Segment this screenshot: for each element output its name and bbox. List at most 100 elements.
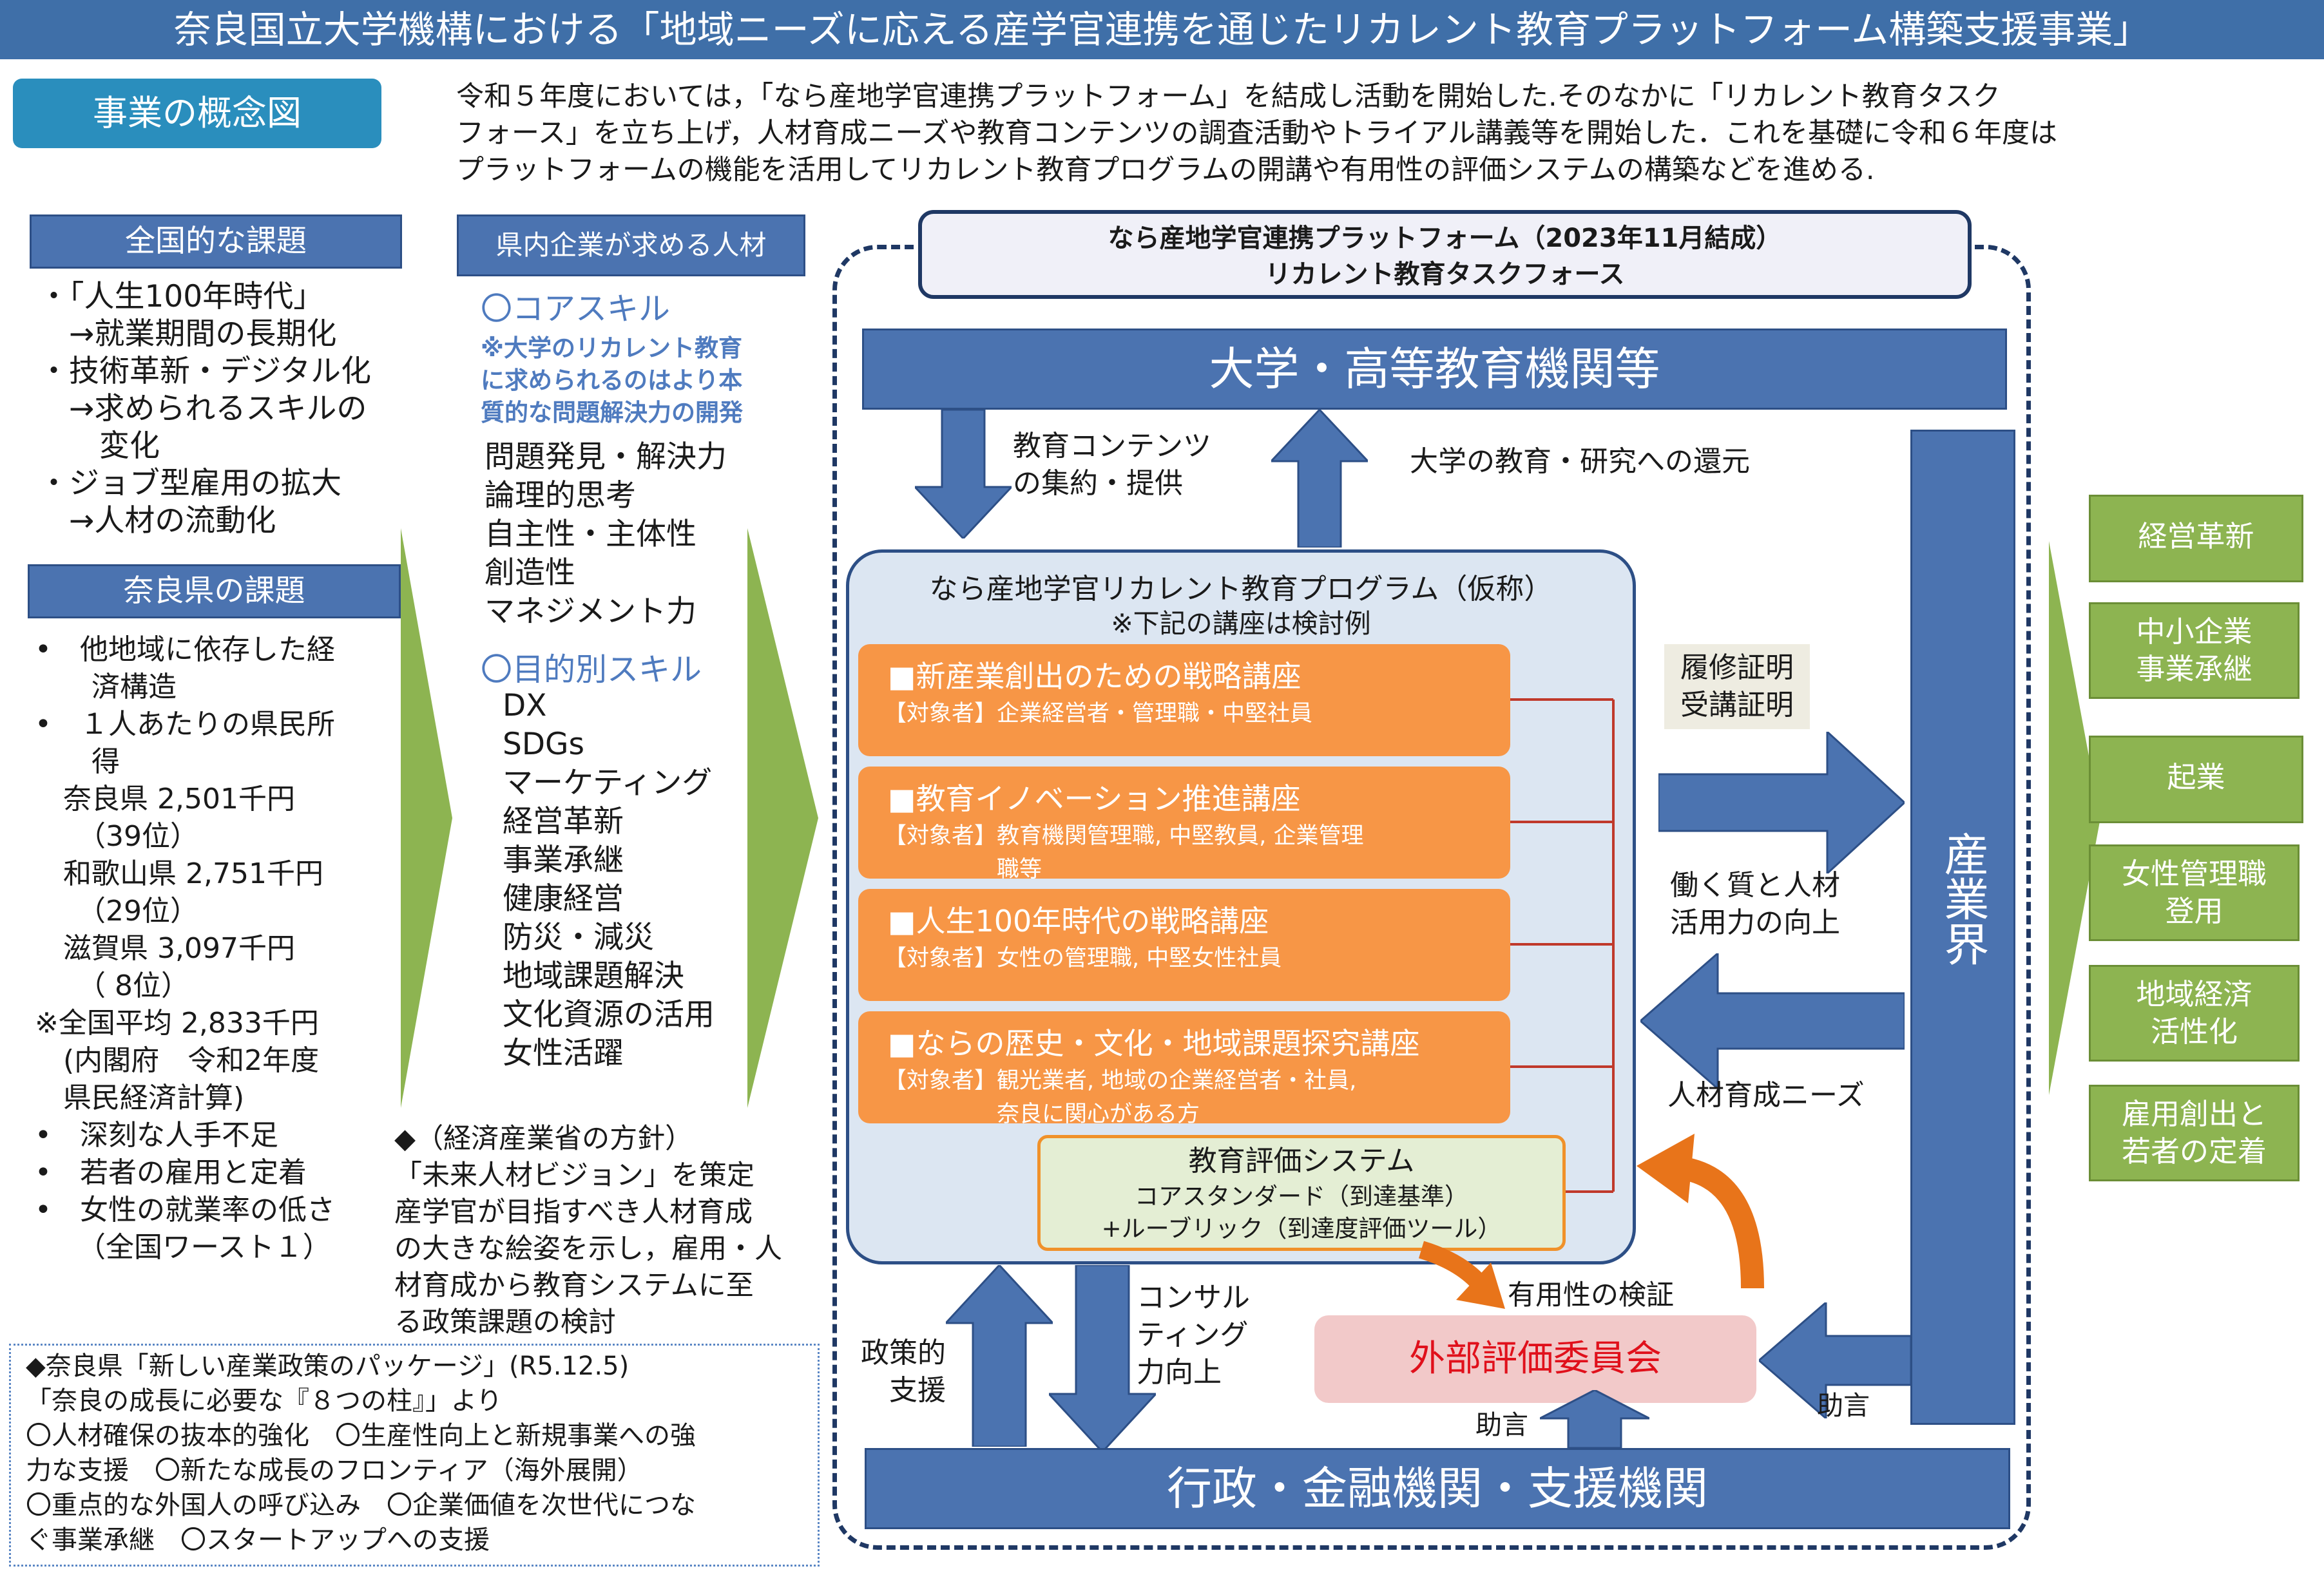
- text-line: 受講証明: [1680, 689, 1794, 721]
- outcome-label: 地域経済: [2136, 977, 2252, 1011]
- text-line: 「未来人材ビジョン」を策定: [394, 1159, 754, 1192]
- arrow-left-icon: [1640, 953, 1905, 1089]
- policy-label: 政策的 支援: [849, 1335, 946, 1409]
- list-item: 経営革新: [503, 804, 624, 839]
- list-item: 奈良県 2,501千円: [35, 783, 295, 815]
- text-line: 奈良に関心がある方: [884, 1101, 1200, 1127]
- consulting-label: コンサル ティング 力向上: [1137, 1279, 1250, 1391]
- government-bar: 行政・金融機関・支援機関: [865, 1448, 2010, 1529]
- list-item: • 他地域に依存した経: [35, 633, 335, 666]
- course-target: 【対象者】女性の管理職, 中堅女性社員: [884, 942, 1282, 975]
- chevron-arrow-left: [401, 528, 452, 1108]
- outcome-box: 起業: [2089, 736, 2303, 823]
- outcome-box: 経営革新: [2089, 495, 2303, 582]
- advice-arrow-left-icon: [1759, 1302, 1911, 1418]
- list-item: DX: [503, 688, 547, 723]
- text-line: の大きな絵姿を示し，雇用・人: [394, 1233, 782, 1265]
- note-line: ※大学のリカレント教育: [481, 334, 742, 362]
- core-skill-title: 〇コアスキル: [481, 291, 671, 327]
- list-item: 創造性: [485, 555, 575, 591]
- feedback-curve-arrow-icon: [1637, 1134, 1764, 1289]
- return-label: 大学の教育・研究への還元: [1410, 445, 1750, 478]
- text-line: 「奈良の成長に必要な『８つの柱』」より: [26, 1386, 503, 1416]
- chevron-arrow-middle: [747, 528, 818, 1108]
- policy-arrow-up-icon: [946, 1265, 1053, 1447]
- platform-subtitle: リカレント教育タスクフォース: [1265, 260, 1625, 289]
- list-item: 事業承継: [503, 843, 624, 878]
- core-skill-list: 問題発見・解決力 論理的思考 自主性・主体性 創造性 マネジメント力: [485, 438, 727, 631]
- course-card: ■人生100年時代の戦略講座 【対象者】女性の管理職, 中堅女性社員: [858, 889, 1510, 1001]
- advice-right-label: 助言: [1817, 1390, 1870, 1421]
- list-item: • １人あたりの県民所: [35, 708, 335, 741]
- text-line: 力な支援 〇新たな成長のフロンティア（海外展開）: [26, 1456, 643, 1485]
- list-item: 変化: [39, 428, 160, 464]
- list-item: ※全国平均 2,833千円: [35, 1007, 319, 1040]
- outcome-label: 登用: [2165, 894, 2223, 928]
- university-bar: 大学・高等教育機関等: [862, 329, 2007, 410]
- meti-policy-text: ◆（経済産業省の方針） 「未来人材ビジョン」を策定 産学官が目指すべき人材育成 …: [394, 1121, 782, 1341]
- list-item: →求められるスキルの: [39, 391, 367, 426]
- external-committee-label: 外部評価委員会: [1409, 1338, 1662, 1380]
- eval-title: 教育評価システム: [1188, 1145, 1415, 1177]
- list-item: （ 8位）: [35, 969, 189, 1002]
- course-connector: [1510, 698, 1615, 1193]
- list-item: • 深刻な人手不足: [35, 1119, 278, 1152]
- list-item: 済構造: [35, 671, 177, 703]
- list-item: 女性活躍: [503, 1036, 624, 1071]
- list-item: 県民経済計算): [35, 1082, 245, 1114]
- outcome-label: 起業: [2167, 760, 2225, 794]
- text-line: 【対象者】企業経営者・管理職・中堅社員: [884, 701, 1313, 727]
- core-skill-note: ※大学のリカレント教育 に求められるのはより本 質的な問題解決力の開発: [481, 332, 743, 429]
- list-item: (内閣府 令和2年度: [35, 1044, 320, 1077]
- purpose-skill-list: DX SDGs マーケティング 経営革新 事業承継 健康経営 防災・減災 地域課…: [503, 687, 715, 1073]
- text-line: 【対象者】教育機関管理職, 中堅教員, 企業管理: [884, 823, 1364, 849]
- text-line: る政策課題の検討: [394, 1306, 616, 1339]
- list-item: →就業期間の長期化: [39, 316, 337, 352]
- list-item: マネジメント力: [485, 594, 696, 629]
- concept-label: 事業の概念図: [13, 79, 381, 148]
- list-item: 文化資源の活用: [503, 997, 715, 1033]
- list-item: SDGs: [503, 727, 584, 762]
- platform-title: なら産地学官連携プラットフォーム（2023年11月結成）: [1108, 224, 1782, 253]
- national-issues-heading: 全国的な課題: [30, 214, 402, 269]
- list-item: • 若者の雇用と定着: [35, 1156, 307, 1189]
- eval-system-box: 教育評価システム コアスタンダード（到達基準） +ルーブリック（到達度評価ツール…: [1037, 1135, 1566, 1251]
- certificate-label: 履修証明 受講証明: [1664, 644, 1810, 729]
- list-item: • 女性の就業率の低さ: [35, 1194, 335, 1226]
- usefulness-label: 有用性の検証: [1508, 1279, 1674, 1311]
- list-item: 問題発見・解決力: [485, 439, 727, 475]
- list-item: 滋賀県 3,097千円: [35, 932, 295, 965]
- text-line: 政策的: [861, 1337, 946, 1369]
- outcome-box: 地域経済 活性化: [2089, 965, 2300, 1062]
- list-item: ・「人生100年時代」: [39, 279, 324, 314]
- policy-package-text: ◆奈良県「新しい産業政策のパッケージ」(R5.12.5) 「奈良の成長に必要な『…: [26, 1349, 696, 1558]
- course-target: 【対象者】教育機関管理職, 中堅教員, 企業管理 職等: [884, 819, 1364, 886]
- arrow-down-icon: [915, 410, 1012, 538]
- list-item: 論理的思考: [485, 478, 636, 513]
- platform-title-box: なら産地学官連携プラットフォーム（2023年11月結成） リカレント教育タスクフ…: [918, 210, 1972, 299]
- outcome-label: 経営革新: [2138, 519, 2254, 553]
- intro-line: 令和５年度においては，「なら産地学官連携プラットフォーム」を結成し活動を開始した…: [456, 81, 2001, 113]
- list-item: （全国ワースト１）: [35, 1231, 331, 1264]
- course-card: ■ならの歴史・文化・地域課題探究講座 【対象者】観光業者, 地域の企業経営者・社…: [858, 1011, 1510, 1127]
- note-line: に求められるのはより本: [481, 367, 743, 394]
- list-item: ・ジョブ型雇用の拡大: [39, 466, 341, 501]
- text-line: 履修証明: [1680, 651, 1794, 684]
- text-line: 材育成から教育システムに至: [394, 1270, 754, 1302]
- outcome-label: 若者の定着: [2121, 1134, 2267, 1168]
- national-issues-list: ・「人生100年時代」 →就業期間の長期化 ・技術革新・デジタル化 →求められる…: [39, 278, 371, 540]
- talent-heading: 県内企業が求める人材: [457, 214, 805, 276]
- course-title: ■人生100年時代の戦略講座: [888, 904, 1269, 939]
- list-item: 和歌山県 2,751千円: [35, 857, 323, 890]
- text-line: ティング: [1137, 1319, 1249, 1351]
- purpose-skill-title: 〇目的別スキル: [481, 651, 702, 688]
- quality-label: 働く質と人材 活用力の向上: [1670, 867, 1840, 942]
- nara-issues-heading: 奈良県の課題: [28, 564, 401, 618]
- course-target: 【対象者】観光業者, 地域の企業経営者・社員, 奈良に関心がある方: [884, 1064, 1356, 1131]
- list-item: 防災・減災: [503, 920, 654, 955]
- intro-text: 令和５年度においては，「なら産地学官連携プラットフォーム」を結成し活動を開始した…: [456, 79, 2057, 189]
- list-item: （29位）: [35, 895, 198, 928]
- list-item: 得: [35, 745, 120, 778]
- policy-package-box: [9, 1344, 820, 1567]
- text-line: 〇人材確保の抜本的強化 〇生産性向上と新規事業への強: [26, 1421, 696, 1451]
